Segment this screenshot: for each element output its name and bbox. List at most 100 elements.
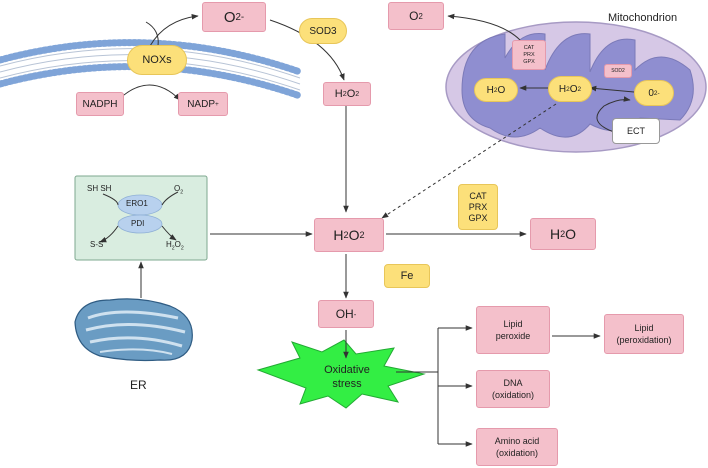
ect-arrow (596, 96, 631, 133)
fe-badge: Fe (384, 264, 430, 288)
stress-line1: Oxidative (324, 364, 370, 376)
dna-line1: DNA (503, 378, 523, 388)
nadp-sup: + (215, 100, 219, 108)
er-ss-arrow (99, 225, 119, 243)
oxidative-stress-star (256, 339, 426, 409)
mito-h2o2-o: O (569, 83, 578, 95)
sod2-box: SOD2 (604, 64, 632, 78)
amino-acid-box: Amino acid (oxidation) (476, 428, 558, 466)
amino-line2: (oxidation) (495, 448, 539, 458)
er-o2-o: O (174, 184, 181, 193)
lipid-peroxide-box: Lipid peroxide (476, 306, 550, 354)
center-cat-text: CAT (469, 190, 487, 201)
nadp-box: NADP+ (178, 92, 228, 116)
h2o2-top-sub2: 2 (355, 90, 360, 98)
er-o2-arc (161, 191, 179, 206)
er-h2o2-arrow (161, 225, 177, 241)
noxs-arc (145, 21, 159, 47)
center-h2o-o: O (565, 226, 577, 242)
h2o2-top-sub1: 2 (342, 90, 347, 98)
mito-superoxide-sup: 2- (653, 89, 660, 97)
sod2-text: SOD2 (611, 68, 625, 74)
o2-top-o: O (409, 9, 419, 23)
fe-text: Fe (400, 270, 414, 282)
er-h2o2-sub1: 2 (171, 245, 175, 252)
dna-box: DNA (oxidation) (476, 370, 550, 408)
oh-text: OH (335, 307, 354, 321)
er-sh-arc (102, 193, 119, 206)
ero1-text: ERO1 (126, 199, 148, 208)
mito-h2o-sub: 2 (493, 86, 498, 94)
mito-gpx-text: GPX (523, 58, 535, 65)
dna-line2: (oxidation) (491, 390, 535, 400)
center-prx-text: PRX (468, 201, 488, 212)
lipid-ox-line2: (peroxidation) (616, 335, 672, 345)
center-h2o2-sub2: 2 (359, 230, 365, 240)
lipid-peroxidation-box: Lipid (peroxidation) (604, 314, 684, 354)
er-label: ER (130, 378, 147, 392)
er-ss-text: S-S (90, 240, 104, 249)
mito-cat-text: CAT (523, 44, 535, 51)
h2o2-top-h: H (334, 88, 343, 100)
sod3-text: SOD3 (309, 25, 337, 37)
er-h2o2-o: O (174, 240, 181, 249)
amino-line1: Amino acid (494, 436, 540, 446)
sod3-badge: SOD3 (299, 18, 347, 44)
mito-to-o2-arrow (447, 13, 521, 41)
lipid-peroxide-line1: Lipid (503, 319, 523, 329)
lipid-ox-line1: Lipid (634, 323, 654, 333)
center-h2o2-h: H (333, 227, 344, 243)
oxidative-stress-label: Oxidative stress (322, 363, 372, 391)
h2o2-top-o: O (346, 88, 356, 100)
mito-superoxide-text: 0 (648, 87, 654, 99)
er-o2-label: O2 (174, 184, 183, 196)
er-sh-sh-text: SH SH (87, 184, 112, 193)
mito-prx-text: PRX (523, 51, 535, 58)
superoxide-to-h2o2-arrow (269, 19, 345, 81)
er-h2o2-label: H2O2 (166, 240, 184, 252)
oh-box: OH- (318, 300, 374, 328)
pdi-ellipse (117, 214, 163, 234)
er-h2o2-sub2: 2 (180, 245, 184, 252)
lipid-peroxide-line2: peroxide (495, 331, 531, 341)
center-gpx-text: GPX (468, 212, 488, 223)
center-h2o2-o: O (348, 227, 360, 243)
mito-h2o2-h: H (558, 83, 567, 95)
noxs-badge: NOXs (127, 45, 187, 75)
mito-h2o-o: O (497, 84, 506, 96)
er-h2o2-h: H (166, 240, 172, 249)
nadph-arrow (117, 84, 181, 101)
mito-cat-prx-gpx-box: CAT PRX GPX (512, 40, 546, 70)
mito-h2o2-sub1: 2 (566, 85, 570, 93)
ect-text: ECT (627, 126, 645, 136)
superoxide-sup: 2- (235, 11, 245, 23)
center-h2o-sub: 2 (560, 229, 566, 239)
mito-h2o2-sub2: 2 (577, 85, 582, 93)
noxs-to-superoxide-arrow (149, 13, 199, 47)
pdi-text: PDI (131, 219, 145, 228)
stress-line2: stress (332, 378, 362, 390)
er-o2-sub: 2 (180, 189, 184, 196)
nadph-box: NADPH (76, 92, 124, 116)
center-h2o-h: H (549, 226, 561, 242)
o2-top-sub: 2 (418, 11, 423, 21)
mito-h2o-h: H (486, 84, 494, 96)
oh-sup: - (353, 309, 357, 319)
mitochondrion-title: Mitochondrion (608, 12, 678, 24)
ect-box: ECT (612, 118, 660, 144)
center-cat-prx-gpx-box: CAT PRX GPX (458, 184, 498, 230)
mito-h2o2-dashed-arrow (381, 103, 557, 219)
noxs-text: NOXs (142, 54, 172, 66)
nadph-text: NADPH (82, 98, 118, 110)
nadp-text: NADP (187, 98, 215, 110)
er-organelle (74, 298, 193, 362)
